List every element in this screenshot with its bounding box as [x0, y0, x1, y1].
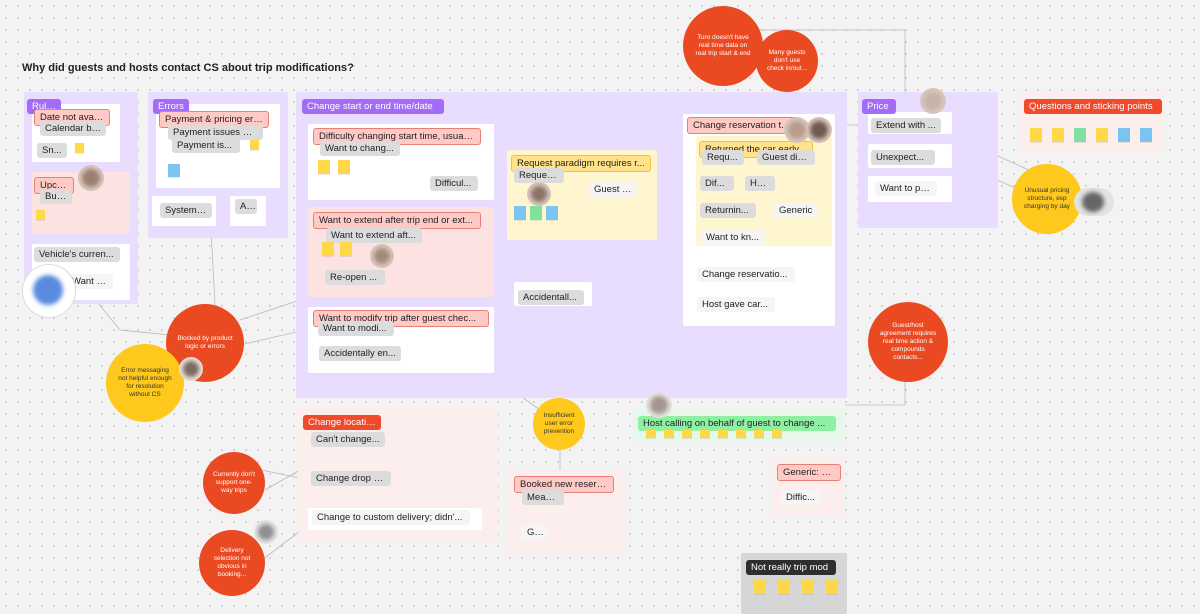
- location-label-custom[interactable]: Change to custom delivery; didn'...: [312, 510, 470, 525]
- paradigm-label-request[interactable]: Reques...: [514, 168, 564, 183]
- accidentally-label[interactable]: Accidentall...: [518, 290, 584, 305]
- modify-label-accidentally[interactable]: Accidentally en...: [319, 346, 401, 361]
- avatar[interactable]: [527, 182, 551, 206]
- bubble-turo-data[interactable]: Turo doesn't have real time data on real…: [683, 6, 763, 86]
- booked-new-title[interactable]: Booked new reserv...: [514, 476, 614, 493]
- paradigm-header[interactable]: Request paradigm requires r...: [511, 155, 651, 172]
- rules-label-sn[interactable]: Sn...: [37, 143, 67, 158]
- errors-label-system[interactable]: System ...: [160, 203, 212, 218]
- questions-title: Questions and sticking points: [1024, 99, 1162, 114]
- reservation-label-host-gave[interactable]: Host gave car...: [697, 297, 775, 312]
- price-label-want-pa[interactable]: Want to pa...: [875, 181, 937, 196]
- bubble-blocked[interactable]: Blocked by product logic or errors: [166, 304, 244, 382]
- location-label-cant[interactable]: Can't change...: [311, 432, 385, 447]
- rules-label-vehicle[interactable]: Vehicle's curren...: [34, 247, 120, 262]
- modify-label-want[interactable]: Want to modi...: [318, 321, 394, 336]
- errors-label-payment-issues[interactable]: Payment issues & ...: [168, 125, 263, 140]
- paradigm-label-guest[interactable]: Guest s...: [589, 182, 637, 197]
- extend-label-reopen[interactable]: Re-open ...: [325, 270, 385, 285]
- generic-label-diffic[interactable]: Diffic...: [781, 490, 821, 505]
- avatar[interactable]: [806, 117, 832, 143]
- bubble-agreement[interactable]: Guest/host agreement requires real time …: [868, 302, 948, 382]
- reservation-label-dif[interactable]: Dif...: [700, 176, 734, 191]
- price-title: Price: [862, 99, 896, 114]
- bubble-insufficient[interactable]: Insufficient user error prevention: [533, 398, 585, 450]
- rules-label-want-ext[interactable]: Want to ext...: [67, 274, 113, 289]
- rules-label-but[interactable]: But...: [40, 189, 72, 204]
- avatar[interactable]: [22, 264, 76, 318]
- bubble-delivery[interactable]: Delivery selection not obvious in bookin…: [199, 530, 265, 596]
- change-time-title: Change start or end time/date: [302, 99, 444, 114]
- avatar[interactable]: [179, 357, 203, 381]
- bubble-many-guests[interactable]: Many guests don't use check in/out...: [756, 30, 818, 92]
- errors-title: Errors: [153, 99, 189, 114]
- reservation-label-returnin[interactable]: Returnin...: [700, 203, 756, 218]
- reservation-label-guest-did[interactable]: Guest did...: [757, 150, 815, 165]
- avatar[interactable]: [370, 244, 394, 268]
- price-label-extend[interactable]: Extend with ...: [871, 118, 941, 133]
- difficulty-label-want[interactable]: Want to chang...: [320, 141, 400, 156]
- host-calling-label[interactable]: Host calling on behalf of guest to chang…: [638, 416, 836, 431]
- location-label-drop[interactable]: Change drop o...: [311, 471, 391, 486]
- change-location-title: Change location: [303, 415, 381, 430]
- rules-label-calendar[interactable]: Calendar bl...: [40, 121, 106, 136]
- extend-label-want[interactable]: Want to extend aft...: [326, 228, 422, 243]
- avatar[interactable]: [920, 88, 946, 114]
- errors-label-payment-is[interactable]: Payment is...: [172, 138, 240, 153]
- price-label-unexpect[interactable]: Unexpect...: [871, 150, 935, 165]
- reservation-label-requ[interactable]: Requ...: [702, 150, 744, 165]
- avatar[interactable]: [784, 117, 810, 143]
- avatar[interactable]: [1074, 188, 1114, 216]
- generic-title[interactable]: Generic: w...: [777, 464, 841, 481]
- difficulty-label-difficul[interactable]: Difficul...: [430, 176, 478, 191]
- bubble-error-messaging[interactable]: Error messaging not helpful enough for r…: [106, 344, 184, 422]
- not-trip-mod-title: Not really trip mod: [746, 560, 836, 575]
- reservation-label-want-kn[interactable]: Want to kn...: [701, 230, 765, 245]
- reservation-label-generic[interactable]: Generic: [774, 203, 818, 218]
- reservation-label-ho[interactable]: Ho...: [745, 176, 775, 191]
- board-title: Why did guests and hosts contact CS abou…: [22, 62, 354, 74]
- bubble-unusual-pricing[interactable]: Unusual pricing structure, esp charging …: [1012, 164, 1082, 234]
- avatar[interactable]: [254, 520, 278, 544]
- errors-label-a[interactable]: A...: [235, 199, 257, 214]
- extend-header[interactable]: Want to extend after trip end or ext...: [313, 212, 481, 229]
- booked-label-meant[interactable]: Meant...: [522, 490, 564, 505]
- reservation-header[interactable]: Change reservation t...: [687, 117, 799, 134]
- reservation-label-change[interactable]: Change reservatio...: [697, 267, 795, 282]
- booked-label-ga[interactable]: Ga...: [522, 525, 548, 540]
- avatar[interactable]: [646, 392, 672, 418]
- avatar[interactable]: [78, 165, 104, 191]
- bubble-one-way[interactable]: Currently don't support one-way trips: [203, 452, 265, 514]
